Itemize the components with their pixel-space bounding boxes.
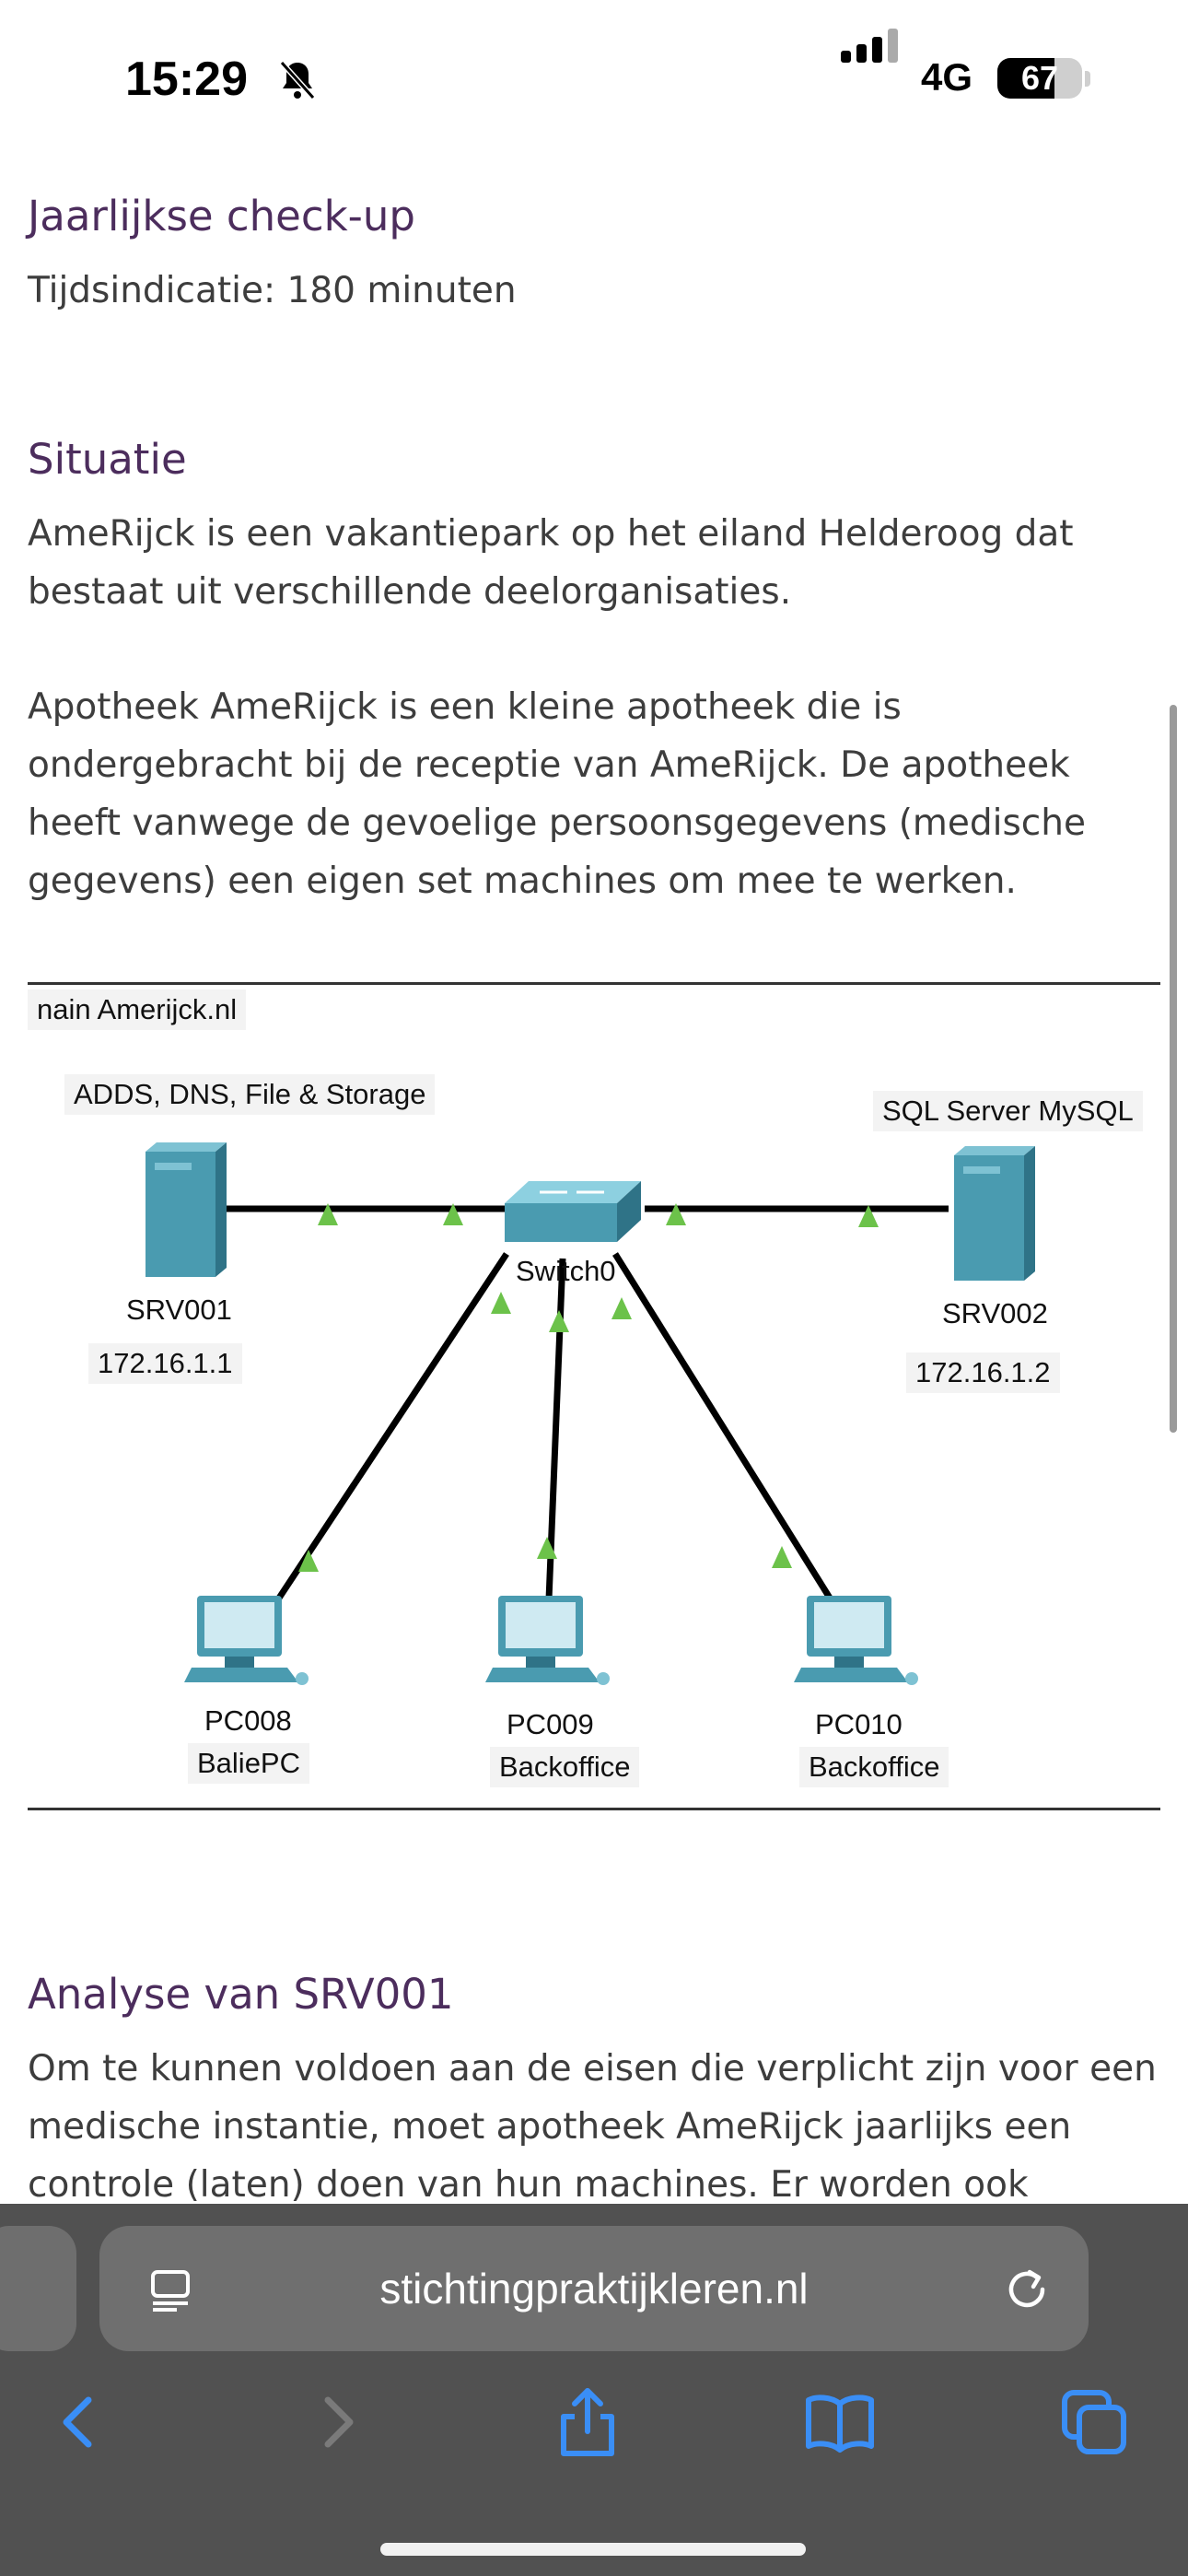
srv001-role: ADDS, DNS, File & Storage xyxy=(64,1074,436,1115)
pc009-role: Backoffice xyxy=(490,1747,640,1787)
link-status-icon xyxy=(298,1550,319,1572)
battery-icon: 67 xyxy=(997,58,1082,99)
situatie-paragraph-2: Apotheek AmeRijck is een kleine apotheek… xyxy=(28,686,1086,902)
situatie-paragraph-1: AmeRijck is een vakantiepark op het eila… xyxy=(28,513,1074,613)
diagram-top-rule xyxy=(28,982,1160,985)
battery-tip xyxy=(1085,71,1090,87)
link-status-icon xyxy=(549,1310,569,1332)
section-title-situatie: Situatie xyxy=(28,435,187,484)
reload-icon[interactable] xyxy=(1002,2265,1052,2314)
pc-icon xyxy=(794,1596,918,1685)
diagram-bottom-rule xyxy=(28,1808,1160,1810)
network-diagram: nain Amerijck.nl ADDS, DNS, File & Stora… xyxy=(28,982,1160,1811)
bell-muted-icon xyxy=(279,60,316,100)
section-title-checkup: Jaarlijkse check-up xyxy=(28,192,415,240)
srv001-name: SRV001 xyxy=(126,1294,232,1326)
home-indicator[interactable] xyxy=(380,2543,806,2556)
status-bar: 15:29 4G 67 xyxy=(0,0,1188,161)
pc-icon xyxy=(485,1596,610,1685)
link-status-icon xyxy=(318,1203,338,1225)
pc008-role: BaliePC xyxy=(188,1743,309,1784)
srv002-name: SRV002 xyxy=(942,1297,1048,1329)
link-status-icon xyxy=(537,1537,557,1559)
srv002-role: SQL Server MySQL xyxy=(873,1091,1143,1131)
pc008-name: PC008 xyxy=(204,1704,292,1737)
url-text[interactable]: stichtingpraktijkleren.nl xyxy=(379,2265,809,2313)
forward-icon[interactable] xyxy=(300,2385,374,2459)
link-status-icon xyxy=(443,1203,463,1225)
reader-icon[interactable] xyxy=(147,2266,193,2313)
switch-name: Switch0 xyxy=(516,1255,616,1287)
switch-icon xyxy=(505,1181,641,1242)
link-status-icon xyxy=(772,1546,792,1568)
bookmarks-icon[interactable] xyxy=(803,2385,877,2459)
server-icon xyxy=(146,1142,227,1277)
tabs-icon[interactable] xyxy=(1057,2385,1131,2459)
srv001-ip: 172.16.1.1 xyxy=(88,1343,242,1384)
pc010-name: PC010 xyxy=(815,1708,903,1740)
analyse-paragraph: Om te kunnen voldoen aan de eisen die ve… xyxy=(28,2048,1157,2206)
share-icon[interactable] xyxy=(551,2385,624,2459)
back-icon[interactable] xyxy=(42,2385,116,2459)
pc-icon xyxy=(184,1596,309,1685)
link-status-icon xyxy=(491,1292,511,1314)
section-title-analyse: Analyse van SRV001 xyxy=(28,1970,454,2019)
pc009-name: PC009 xyxy=(507,1708,594,1740)
scrollbar[interactable] xyxy=(1170,705,1177,1433)
diagram-links xyxy=(224,1203,949,1601)
battery-level: 67 xyxy=(1020,59,1059,97)
server-icon xyxy=(954,1146,1035,1281)
srv002-ip: 172.16.1.2 xyxy=(906,1352,1060,1393)
link-status-icon xyxy=(611,1297,632,1319)
browser-toolbar: stichtingpraktijkleren.nl xyxy=(0,2204,1188,2576)
network-type: 4G xyxy=(921,55,973,99)
domain-label: nain Amerijck.nl xyxy=(28,989,247,1030)
link-status-icon xyxy=(858,1205,879,1227)
previous-tab-preview[interactable] xyxy=(0,2226,76,2351)
link-status-icon xyxy=(666,1203,686,1225)
status-time: 15:29 xyxy=(125,53,248,106)
time-indication: Tijdsindicatie: 180 minuten xyxy=(28,270,517,311)
address-bar[interactable]: stichtingpraktijkleren.nl xyxy=(99,2226,1089,2351)
pc010-role: Backoffice xyxy=(799,1747,949,1787)
